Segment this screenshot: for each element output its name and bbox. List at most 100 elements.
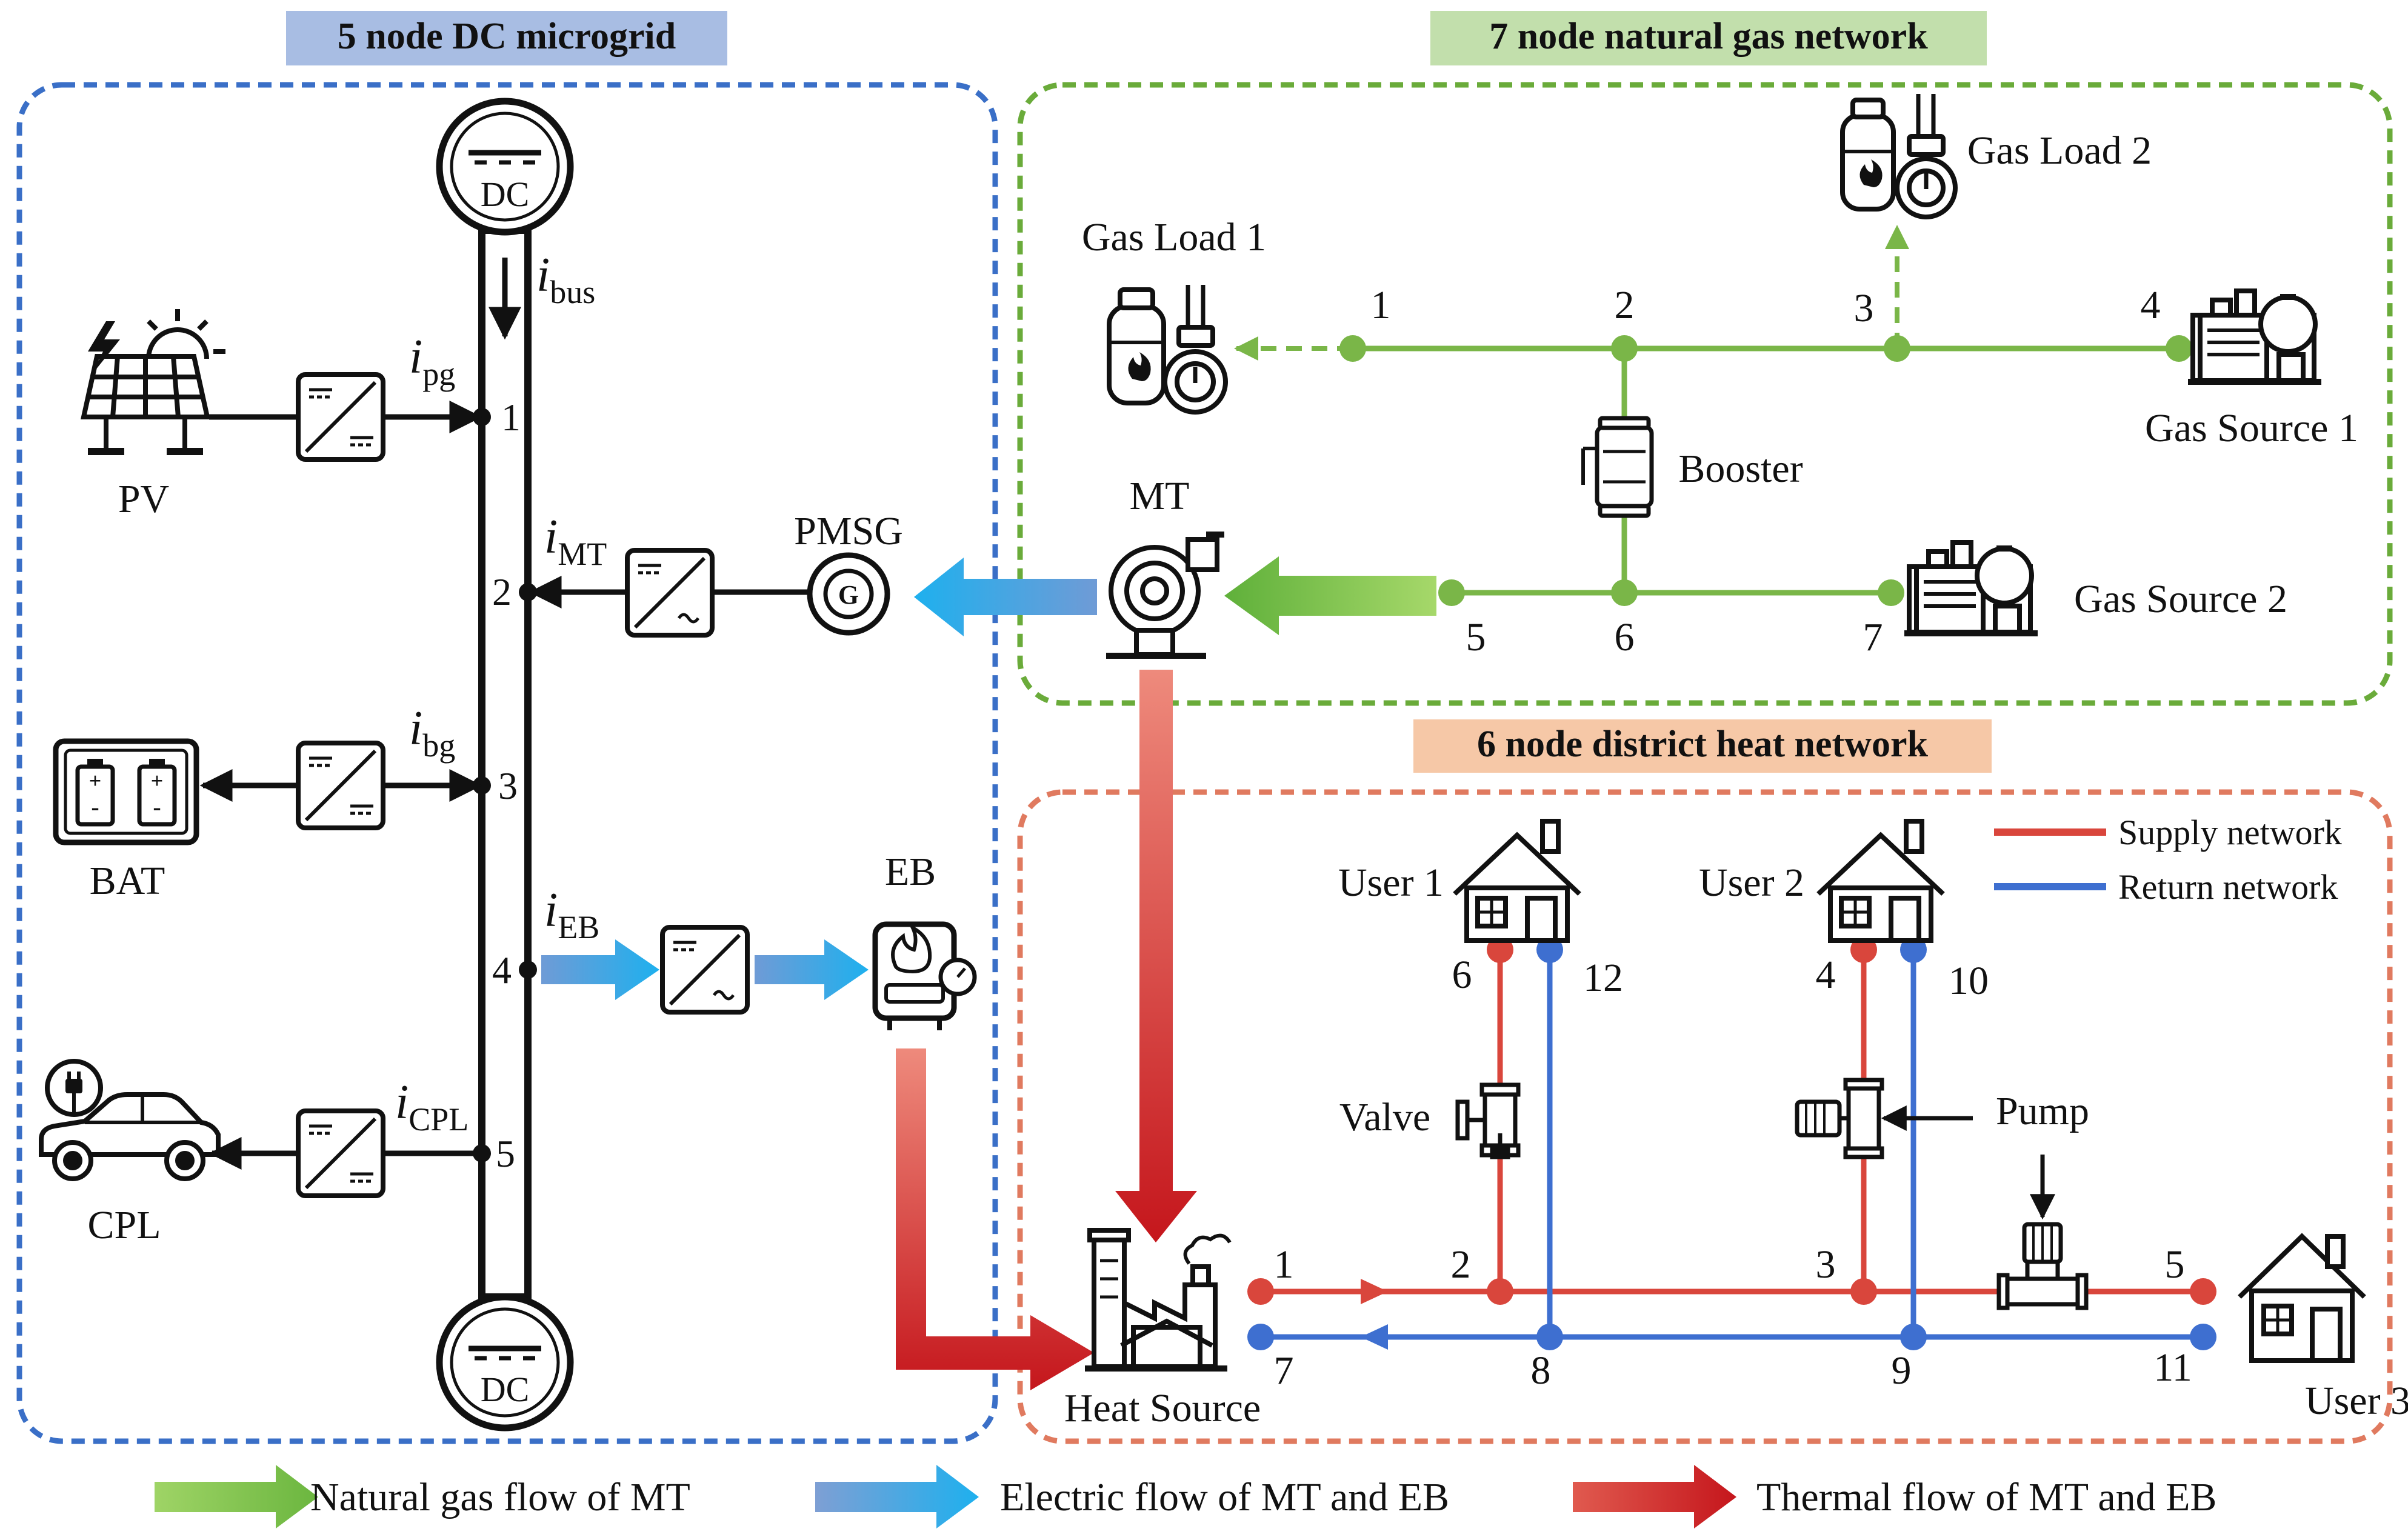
gas-network-region [1017, 82, 2393, 706]
gas-node-4-label: 4 [2141, 283, 2161, 327]
legend-gas-flow-label: Natural gas flow of MT [310, 1475, 690, 1519]
legend-thermal-flow-label: Thermal flow of MT and EB [1756, 1475, 2216, 1519]
pmsg-generator-icon: G [807, 552, 890, 636]
gas-node-6-label: 6 [1615, 615, 1635, 659]
bat-converter [296, 741, 385, 830]
gas-title-background [1430, 11, 1987, 65]
dc-symbol-top: DC [481, 175, 530, 214]
pv-label: PV [118, 477, 169, 521]
gas-node-1-label: 1 [1371, 283, 1391, 327]
dc-title: 5 node DC microgrid [338, 16, 676, 57]
dc-node-2-label: 2 [492, 570, 512, 613]
gas-node-2-dot [1611, 335, 1638, 362]
heat-node-2-dot [1487, 1278, 1513, 1305]
heat-node-7-dot [1247, 1324, 1274, 1350]
gas-node-7-dot [1878, 579, 1904, 606]
mt-label: MT [1130, 474, 1190, 518]
gas-node-3-dot [1884, 335, 1910, 362]
user-3-label: User 3 [2305, 1379, 2408, 1423]
dc-symbol-bottom: DC [481, 1370, 530, 1409]
dc-node-1-label: 1 [501, 396, 521, 439]
dc-node-4-label: 4 [492, 948, 512, 992]
dc-bus-bottom-icon: DC [436, 1293, 574, 1432]
user-1-house-icon [1453, 819, 1581, 943]
gas-source-2-icon [1904, 540, 2038, 636]
heat-node-11-label: 11 [2153, 1345, 2192, 1390]
mt-converter [625, 548, 715, 638]
gas-node-5-label: 5 [1466, 615, 1486, 659]
gas-node-4-dot [2166, 335, 2192, 362]
micro-turbine-icon [1106, 532, 1224, 659]
dc-node-3-label: 3 [498, 764, 518, 807]
icpl-label: iCPL [395, 1076, 469, 1138]
elec-flow-bus-to-converter [541, 939, 659, 1000]
heat-node-5-dot [2190, 1278, 2216, 1305]
thermal-flow-mt-to-heat-source [1115, 670, 1197, 1242]
gas-node-6-dot [1611, 579, 1638, 606]
heat-source-factory-icon [1085, 1228, 1232, 1372]
pv-converter [296, 372, 385, 462]
gas-node-5-dot [1438, 579, 1465, 606]
heat-node-7-label: 7 [1274, 1348, 1294, 1393]
bat-label: BAT [90, 859, 165, 903]
generator-symbol: G [838, 580, 859, 610]
heat-node-1-label: 1 [1274, 1242, 1294, 1287]
gas-node-2-label: 2 [1615, 283, 1635, 327]
cpl-converter [296, 1108, 385, 1198]
user-3-house-icon [2238, 1233, 2366, 1363]
ieb-label: iEB [544, 884, 599, 945]
heat-node-1-dot [1247, 1278, 1274, 1305]
legend-elec-flow-arrow [815, 1465, 979, 1528]
return-flow-arrowhead [1361, 1324, 1388, 1350]
gas-load-1-label: Gas Load 1 [1082, 215, 1266, 259]
svg-text:+: + [89, 768, 102, 793]
heat-node-3-label: 3 [1816, 1242, 1836, 1287]
gas-node-3-label: 3 [1854, 286, 1874, 330]
electric-boiler-icon [872, 921, 977, 1030]
eb-converter [660, 925, 750, 1015]
ipg-label: ipg [409, 330, 455, 392]
dc-title-background [286, 11, 727, 65]
heat-node-3-dot [1850, 1278, 1877, 1305]
battery-icon: + - + - [53, 738, 199, 845]
dc-node-4-dot [519, 961, 537, 979]
cpl-label: CPL [87, 1203, 161, 1247]
user-2-house-icon [1816, 819, 1945, 943]
heat-node-9-dot [1900, 1324, 1927, 1350]
ibg-label: ibg [409, 702, 455, 764]
gas-load-2-label: Gas Load 2 [1967, 128, 2152, 173]
booster-label: Booster [1678, 447, 1803, 491]
elec-flow-mt-to-pmsg [914, 558, 1097, 636]
heat-node-6-label: 6 [1452, 953, 1472, 997]
legend-elec-flow-label: Electric flow of MT and EB [1000, 1475, 1449, 1519]
heat-node-8-dot [1536, 1324, 1563, 1350]
valve-icon [1455, 1082, 1521, 1159]
heat-title-background [1413, 719, 1992, 773]
gas-source-2-label: Gas Source 2 [2074, 577, 2287, 621]
imt-label: iMT [544, 510, 607, 572]
pv-icon [81, 309, 225, 455]
dc-node-5-label: 5 [496, 1132, 515, 1175]
thermal-flow-eb-to-heat-source [896, 1048, 1094, 1390]
gas-source-1-label: Gas Source 1 [2145, 406, 2358, 450]
heat-node-5-label: 5 [2165, 1242, 2185, 1287]
legend-thermal-flow-arrow [1573, 1465, 1736, 1528]
heat-node-4-label: 4 [1816, 953, 1836, 997]
pump-icon-branch [1795, 1078, 1884, 1159]
heat-node-8-label: 8 [1531, 1348, 1551, 1393]
user-1-label: User 1 [1338, 861, 1444, 905]
heat-node-9-label: 9 [1892, 1348, 1912, 1393]
dc-bus-top-icon: DC [436, 98, 574, 236]
ibus-label: ibus [536, 248, 595, 310]
heat-node-10-label: 10 [1949, 959, 1989, 1003]
heat-network-region [1017, 789, 2393, 1444]
legend-gas-flow-arrow [155, 1465, 318, 1528]
heat-source-label: Heat Source [1064, 1386, 1261, 1430]
heat-title: 6 node district heat network [1477, 724, 1928, 765]
heat-node-2-label: 2 [1451, 1242, 1471, 1287]
svg-text:-: - [91, 793, 99, 821]
gas-source-1-icon [2188, 288, 2321, 385]
pmsg-label: PMSG [794, 509, 903, 553]
supply-flow-arrowhead [1361, 1279, 1388, 1304]
